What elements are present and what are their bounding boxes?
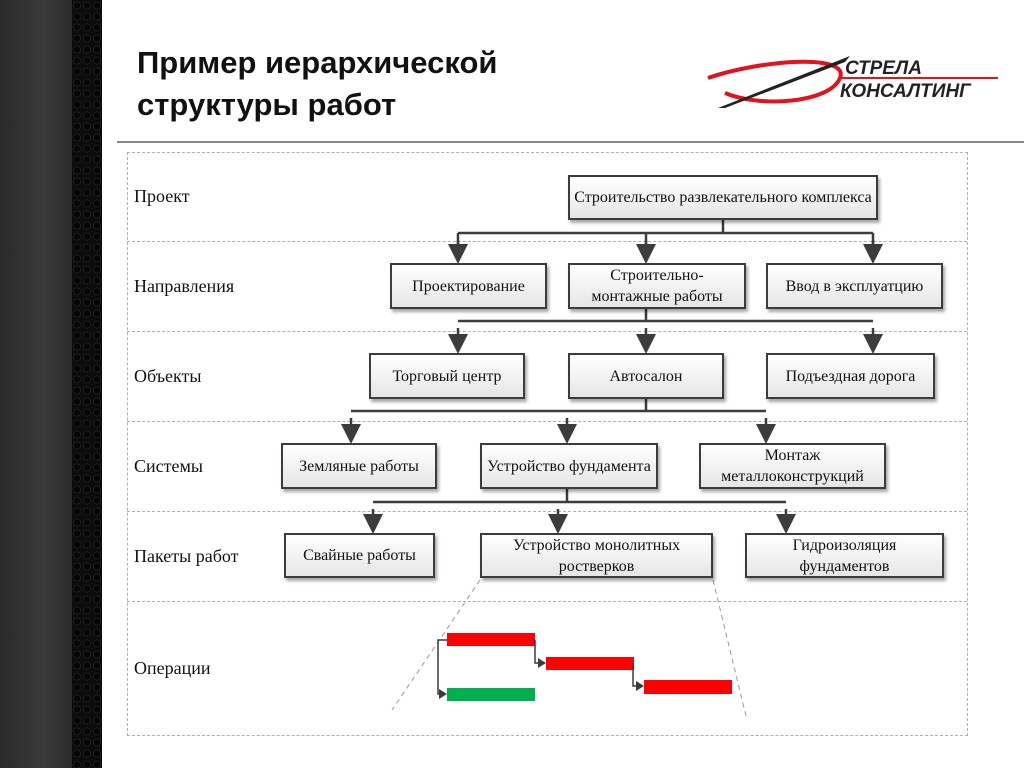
- operation-bar-4: [447, 688, 535, 701]
- row-label-systems: Системы: [134, 456, 203, 476]
- title-line-2: структуры работ: [137, 87, 397, 122]
- company-logo: СТРЕЛА КОНСАЛТИНГ: [700, 48, 1010, 118]
- title-divider: [117, 141, 1024, 143]
- svg-text:СТРЕЛА: СТРЕЛА: [845, 58, 922, 79]
- operations-gantt: [437, 633, 732, 701]
- diagram-frame: [127, 152, 968, 736]
- wbs-node-package[interactable]: Устройство монолитных ростверков: [480, 533, 713, 578]
- wbs-node-system[interactable]: Земляные работы: [281, 443, 437, 489]
- wbs-node-object[interactable]: Автосалон: [568, 353, 724, 399]
- row-label-directions: Направления: [134, 276, 235, 296]
- wbs-node-package[interactable]: Свайные работы: [284, 533, 435, 578]
- row-divider: [127, 421, 967, 422]
- operation-bar-2: [546, 657, 634, 670]
- decorative-pattern-strip: [72, 0, 102, 768]
- row-divider: [127, 511, 967, 512]
- wbs-node-system[interactable]: Устройство фундамента: [480, 443, 658, 489]
- wbs-node-project[interactable]: Строительство развлекательного комплекса: [568, 175, 878, 220]
- svg-text:КОНСАЛТИНГ: КОНСАЛТИНГ: [840, 81, 972, 102]
- row-divider: [127, 601, 967, 602]
- row-label-project: Проект: [134, 186, 190, 206]
- wbs-node-package[interactable]: Гидроизоляция фундаментов: [745, 533, 944, 578]
- page-title: Пример иерархической структуры работ: [137, 42, 497, 126]
- decorative-strip: [0, 0, 72, 768]
- row-divider: [127, 331, 967, 332]
- wbs-node-direction[interactable]: Проектирование: [390, 263, 547, 309]
- wbs-node-direction[interactable]: Ввод в эксплуатцию: [766, 263, 943, 309]
- row-label-operations: Операции: [134, 658, 211, 678]
- row-label-objects: Объекты: [134, 366, 202, 386]
- wbs-node-system[interactable]: Монтаж металлоконструкций: [699, 443, 886, 489]
- row-label-packages: Пакеты работ: [134, 546, 239, 566]
- operation-bar-1: [447, 633, 535, 646]
- zoom-guide-left: [391, 579, 481, 711]
- operation-bar-3: [644, 680, 732, 694]
- zoom-guide-right: [712, 579, 747, 717]
- wbs-node-object[interactable]: Торговый центр: [369, 353, 525, 399]
- wbs-node-direction[interactable]: Строительно-монтажные работы: [568, 263, 746, 309]
- wbs-node-object[interactable]: Подъездная дорога: [766, 353, 935, 399]
- title-line-1: Пример иерархической: [137, 45, 498, 80]
- row-divider: [127, 241, 967, 242]
